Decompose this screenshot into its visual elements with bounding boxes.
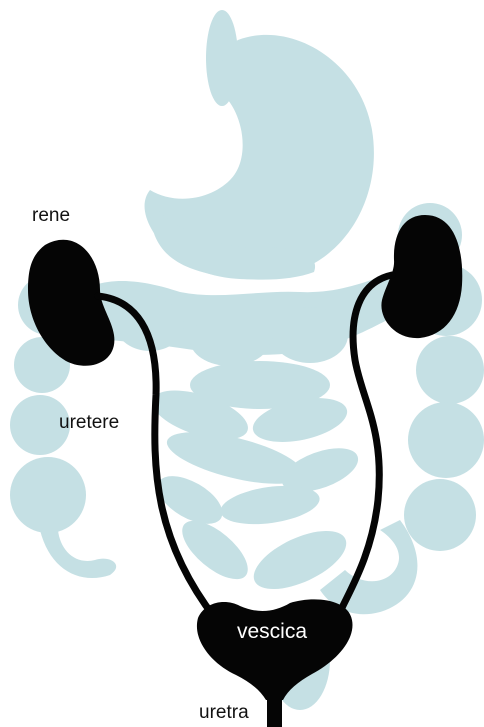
colon-segment [10,457,86,533]
bladder-label: vescica [214,621,330,642]
small-intestine [190,314,270,366]
bladder-shape [197,599,353,700]
urethra-tube [267,690,282,727]
ureter-label: uretere [59,413,119,432]
colon-segment [404,479,476,551]
colon-segment [408,402,484,478]
small-intestine [272,307,348,363]
urethra-label: uretra [199,703,249,722]
kidney-label: rene [32,206,70,225]
colon-segment [416,336,484,404]
cecum [40,530,116,578]
